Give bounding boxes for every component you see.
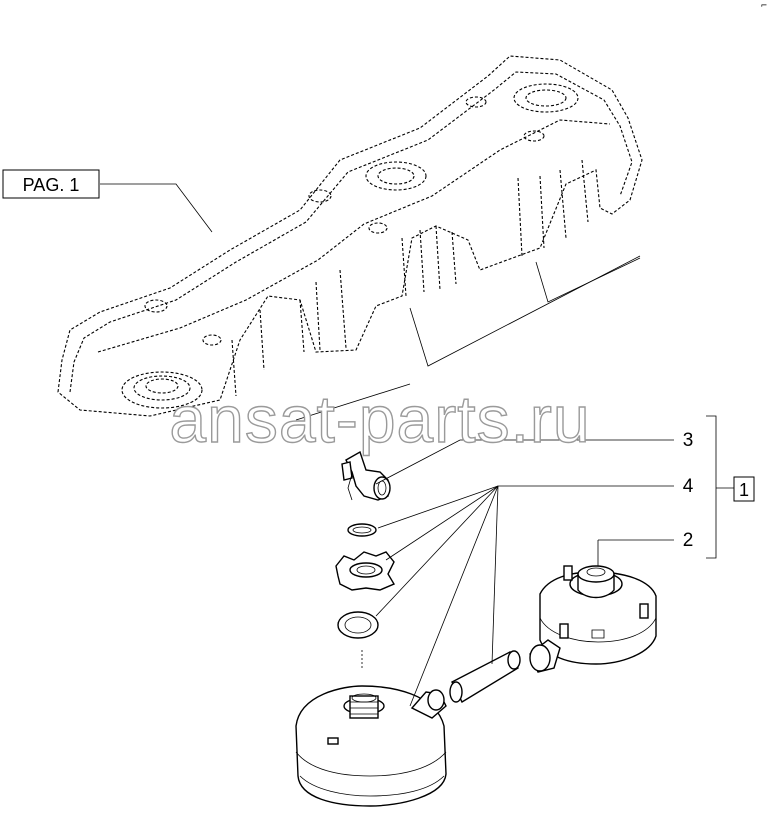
corner-mark: ⌐ [761,1,768,10]
reference-label: PAG. 1 [23,175,80,195]
o-ring-part [347,523,377,537]
connecting-hose-part [449,650,521,703]
assembly-label: 1 [739,480,749,500]
watermark: ansat-parts.ru [169,382,590,456]
castellated-nut-part [335,551,396,591]
callout-3: 3 [683,430,694,451]
leader-lines [375,415,734,707]
elbow-fitting-part [341,450,391,501]
callout-4: 4 [683,476,694,497]
reference-box: PAG. 1 [2,169,213,233]
assembly-box: 1 [733,476,755,502]
separator-housing-part [295,650,447,807]
callout-2: 2 [683,530,694,551]
breather-valve-part [529,565,657,673]
sealing-washer-part [337,611,379,639]
valve-cover-outline [57,55,643,421]
